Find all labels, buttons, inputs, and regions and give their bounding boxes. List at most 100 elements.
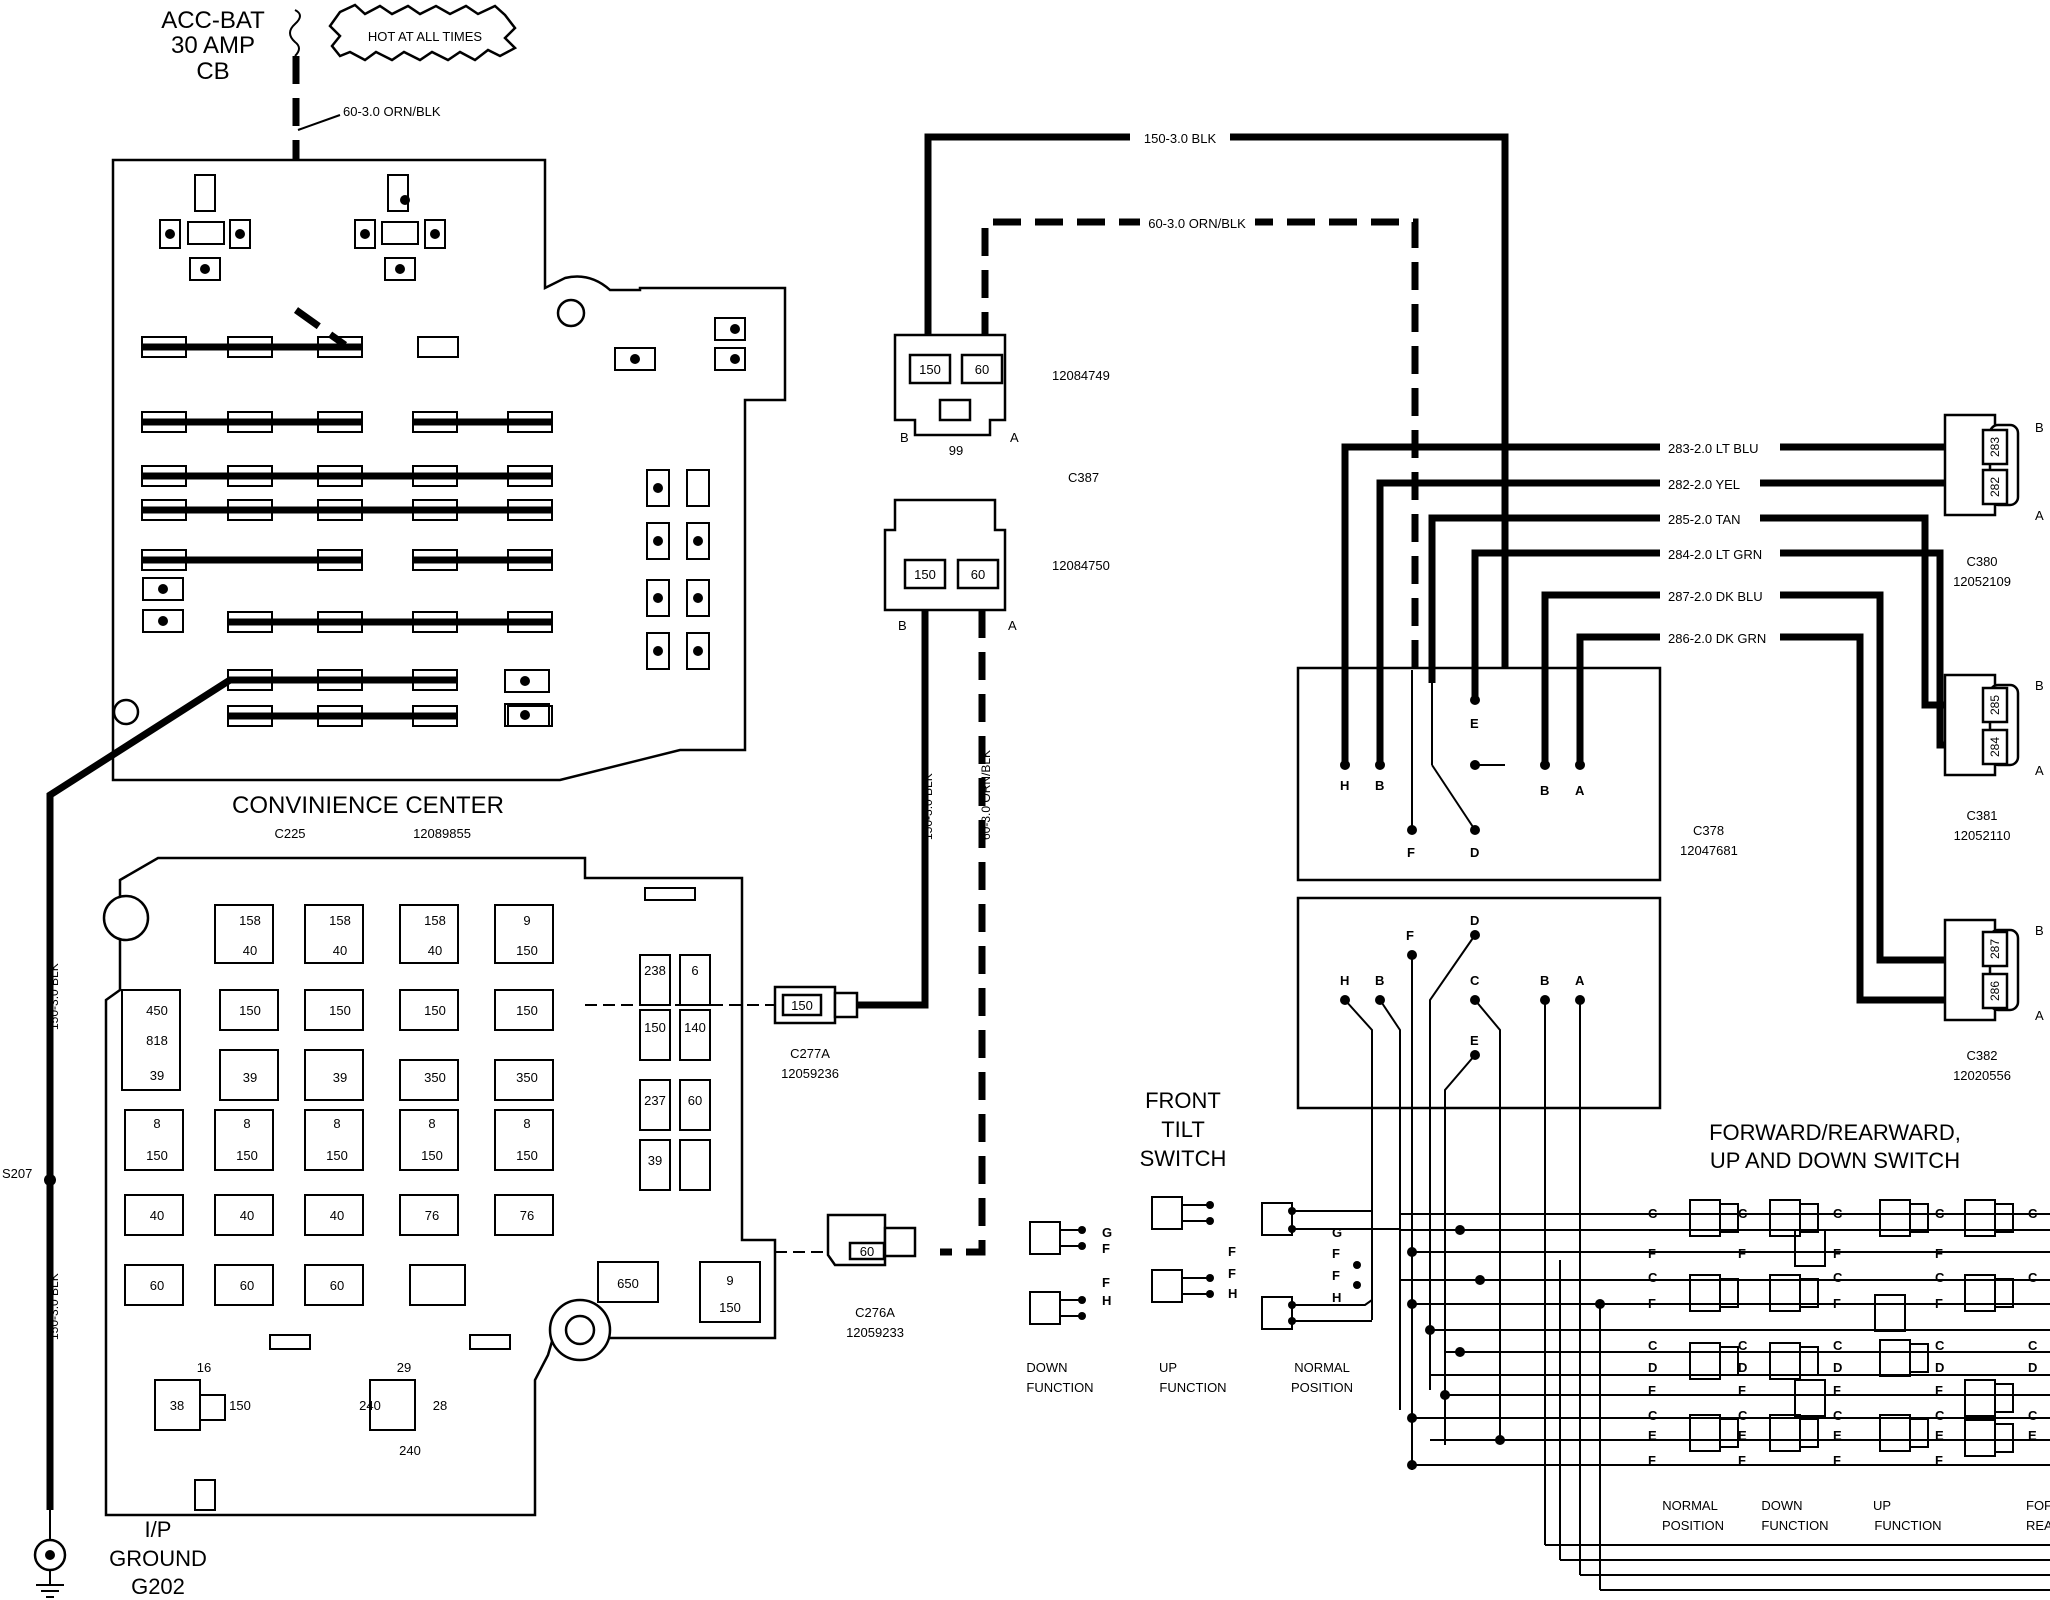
svg-text:B: B (900, 430, 909, 445)
svg-text:D: D (1738, 1360, 1747, 1375)
svg-text:A: A (1575, 973, 1585, 988)
svg-text:C: C (2028, 1338, 2038, 1353)
svg-text:8: 8 (428, 1116, 435, 1131)
svg-text:650: 650 (617, 1276, 639, 1291)
svg-text:39: 39 (150, 1068, 164, 1083)
svg-text:60: 60 (240, 1278, 254, 1293)
fwd-switch-title-2: UP AND DOWN SWITCH (1710, 1148, 1960, 1173)
c378-box-upper (1296, 666, 1662, 882)
svg-text:150: 150 (329, 1003, 351, 1018)
svg-text:F: F (1648, 1453, 1656, 1468)
wire-labels: 283-2.0 LT BLU 282-2.0 YEL 285-2.0 TAN 2… (1668, 441, 1766, 646)
svg-text:40: 40 (428, 943, 442, 958)
c277a-label: C277A (790, 1046, 830, 1061)
svg-text:F: F (1648, 1246, 1656, 1261)
b-normal-1: NORMAL (1662, 1498, 1718, 1513)
svg-text:8: 8 (153, 1116, 160, 1131)
fwd-switch-title-1: FORWARD/REARWARD, (1709, 1120, 1961, 1145)
svg-text:E: E (1833, 1428, 1842, 1443)
svg-text:A: A (1008, 618, 1017, 633)
svg-text:F: F (1228, 1244, 1236, 1259)
svg-text:D: D (1470, 913, 1479, 928)
svg-text:F: F (1833, 1296, 1841, 1311)
svg-text:238: 238 (644, 963, 666, 978)
b-up-1: UP (1873, 1498, 1891, 1513)
up-function-1: UP (1159, 1360, 1177, 1375)
svg-text:B: B (2035, 420, 2044, 435)
convenience-center (111, 158, 787, 782)
top-orn-label: 60-3.0 ORN/BLK (1148, 216, 1246, 231)
svg-text:350: 350 (424, 1070, 446, 1085)
svg-text:F: F (1228, 1266, 1236, 1281)
svg-text:H: H (1228, 1286, 1237, 1301)
svg-text:F: F (1406, 928, 1414, 943)
normal-position-2: POSITION (1291, 1380, 1353, 1395)
svg-text:A: A (2035, 763, 2044, 778)
svg-text:150: 150 (424, 1003, 446, 1018)
ground-ip: I/P (145, 1517, 172, 1542)
svg-text:283-2.0 LT BLU: 283-2.0 LT BLU (1668, 441, 1759, 456)
svg-text:H: H (1340, 973, 1349, 988)
b-down-2: FUNCTION (1761, 1518, 1828, 1533)
svg-text:76: 76 (425, 1208, 439, 1223)
svg-text:237: 237 (644, 1093, 666, 1108)
svg-text:40: 40 (330, 1208, 344, 1223)
svg-text:C: C (1738, 1408, 1748, 1423)
svg-text:38: 38 (170, 1398, 184, 1413)
c382-pn: 12020556 (1953, 1068, 2011, 1083)
front-tilt-2: TILT (1161, 1117, 1205, 1142)
svg-text:E: E (1738, 1428, 1747, 1443)
tilt-switch-symbols (1029, 1196, 1400, 1330)
svg-text:140: 140 (684, 1020, 706, 1035)
svg-text:150: 150 (919, 362, 941, 377)
c380-connector: 283 282 (1943, 413, 2020, 517)
svg-text:158: 158 (329, 913, 351, 928)
svg-text:C: C (2028, 1206, 2038, 1221)
svg-text:150: 150 (236, 1148, 258, 1163)
svg-text:60: 60 (971, 567, 985, 582)
svg-text:B: B (1375, 973, 1384, 988)
svg-text:60: 60 (330, 1278, 344, 1293)
splice-dot-icon (44, 1174, 56, 1186)
wire-60-orn-vertical (940, 610, 986, 1256)
svg-text:150: 150 (146, 1148, 168, 1163)
up-function-2: FUNCTION (1159, 1380, 1226, 1395)
svg-text:C: C (1833, 1206, 1843, 1221)
svg-text:G: G (1102, 1225, 1112, 1240)
svg-text:F: F (1935, 1246, 1943, 1261)
svg-text:C: C (1648, 1408, 1658, 1423)
svg-text:F: F (1833, 1383, 1841, 1398)
svg-text:450: 450 (146, 1003, 168, 1018)
svg-text:C: C (1833, 1408, 1843, 1423)
b-down-1: DOWN (1761, 1498, 1802, 1513)
svg-text:D: D (2028, 1360, 2037, 1375)
svg-text:39: 39 (648, 1153, 662, 1168)
number-99: 99 (949, 443, 963, 458)
svg-text:C: C (1935, 1206, 1945, 1221)
svg-text:B: B (1540, 973, 1549, 988)
front-tilt-1: FRONT (1145, 1088, 1221, 1113)
svg-text:158: 158 (424, 913, 446, 928)
wire-60-top-label: 60-3.0 ORN/BLK (343, 104, 441, 119)
svg-text:H: H (1332, 1290, 1341, 1305)
c276a-label: C276A (855, 1305, 895, 1320)
fwd-switch-symbols (1689, 1199, 2014, 1457)
c387-upper-connector: 150 60 (893, 333, 1007, 437)
svg-text:9: 9 (523, 913, 530, 928)
c380-pn: 12052109 (1953, 574, 2011, 589)
svg-text:F: F (1738, 1453, 1746, 1468)
down-function-2: FUNCTION (1026, 1380, 1093, 1395)
c382-connector: 287 286 (1943, 918, 2020, 1022)
svg-text:A: A (2035, 1008, 2044, 1023)
svg-text:287: 287 (1988, 939, 2002, 959)
svg-text:A: A (1575, 783, 1585, 798)
ground-id: G202 (131, 1574, 185, 1599)
svg-text:150: 150 (914, 567, 936, 582)
down-function-1: DOWN (1026, 1360, 1067, 1375)
svg-text:E: E (1935, 1428, 1944, 1443)
c381-label: C381 (1966, 808, 1997, 823)
svg-text:D: D (1935, 1360, 1944, 1375)
svg-text:E: E (1470, 1033, 1479, 1048)
